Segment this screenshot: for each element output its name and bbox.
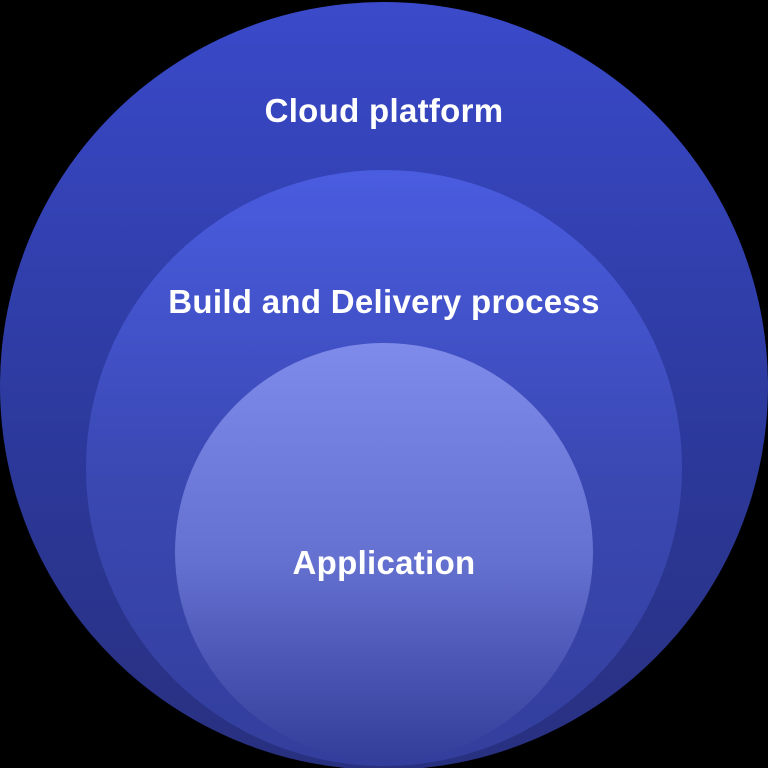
- application-label: Application: [292, 544, 476, 581]
- cloud-platform-label: Cloud platform: [264, 92, 504, 129]
- application-circle: [175, 343, 593, 761]
- build-and-delivery-label: Build and Delivery process: [168, 283, 600, 320]
